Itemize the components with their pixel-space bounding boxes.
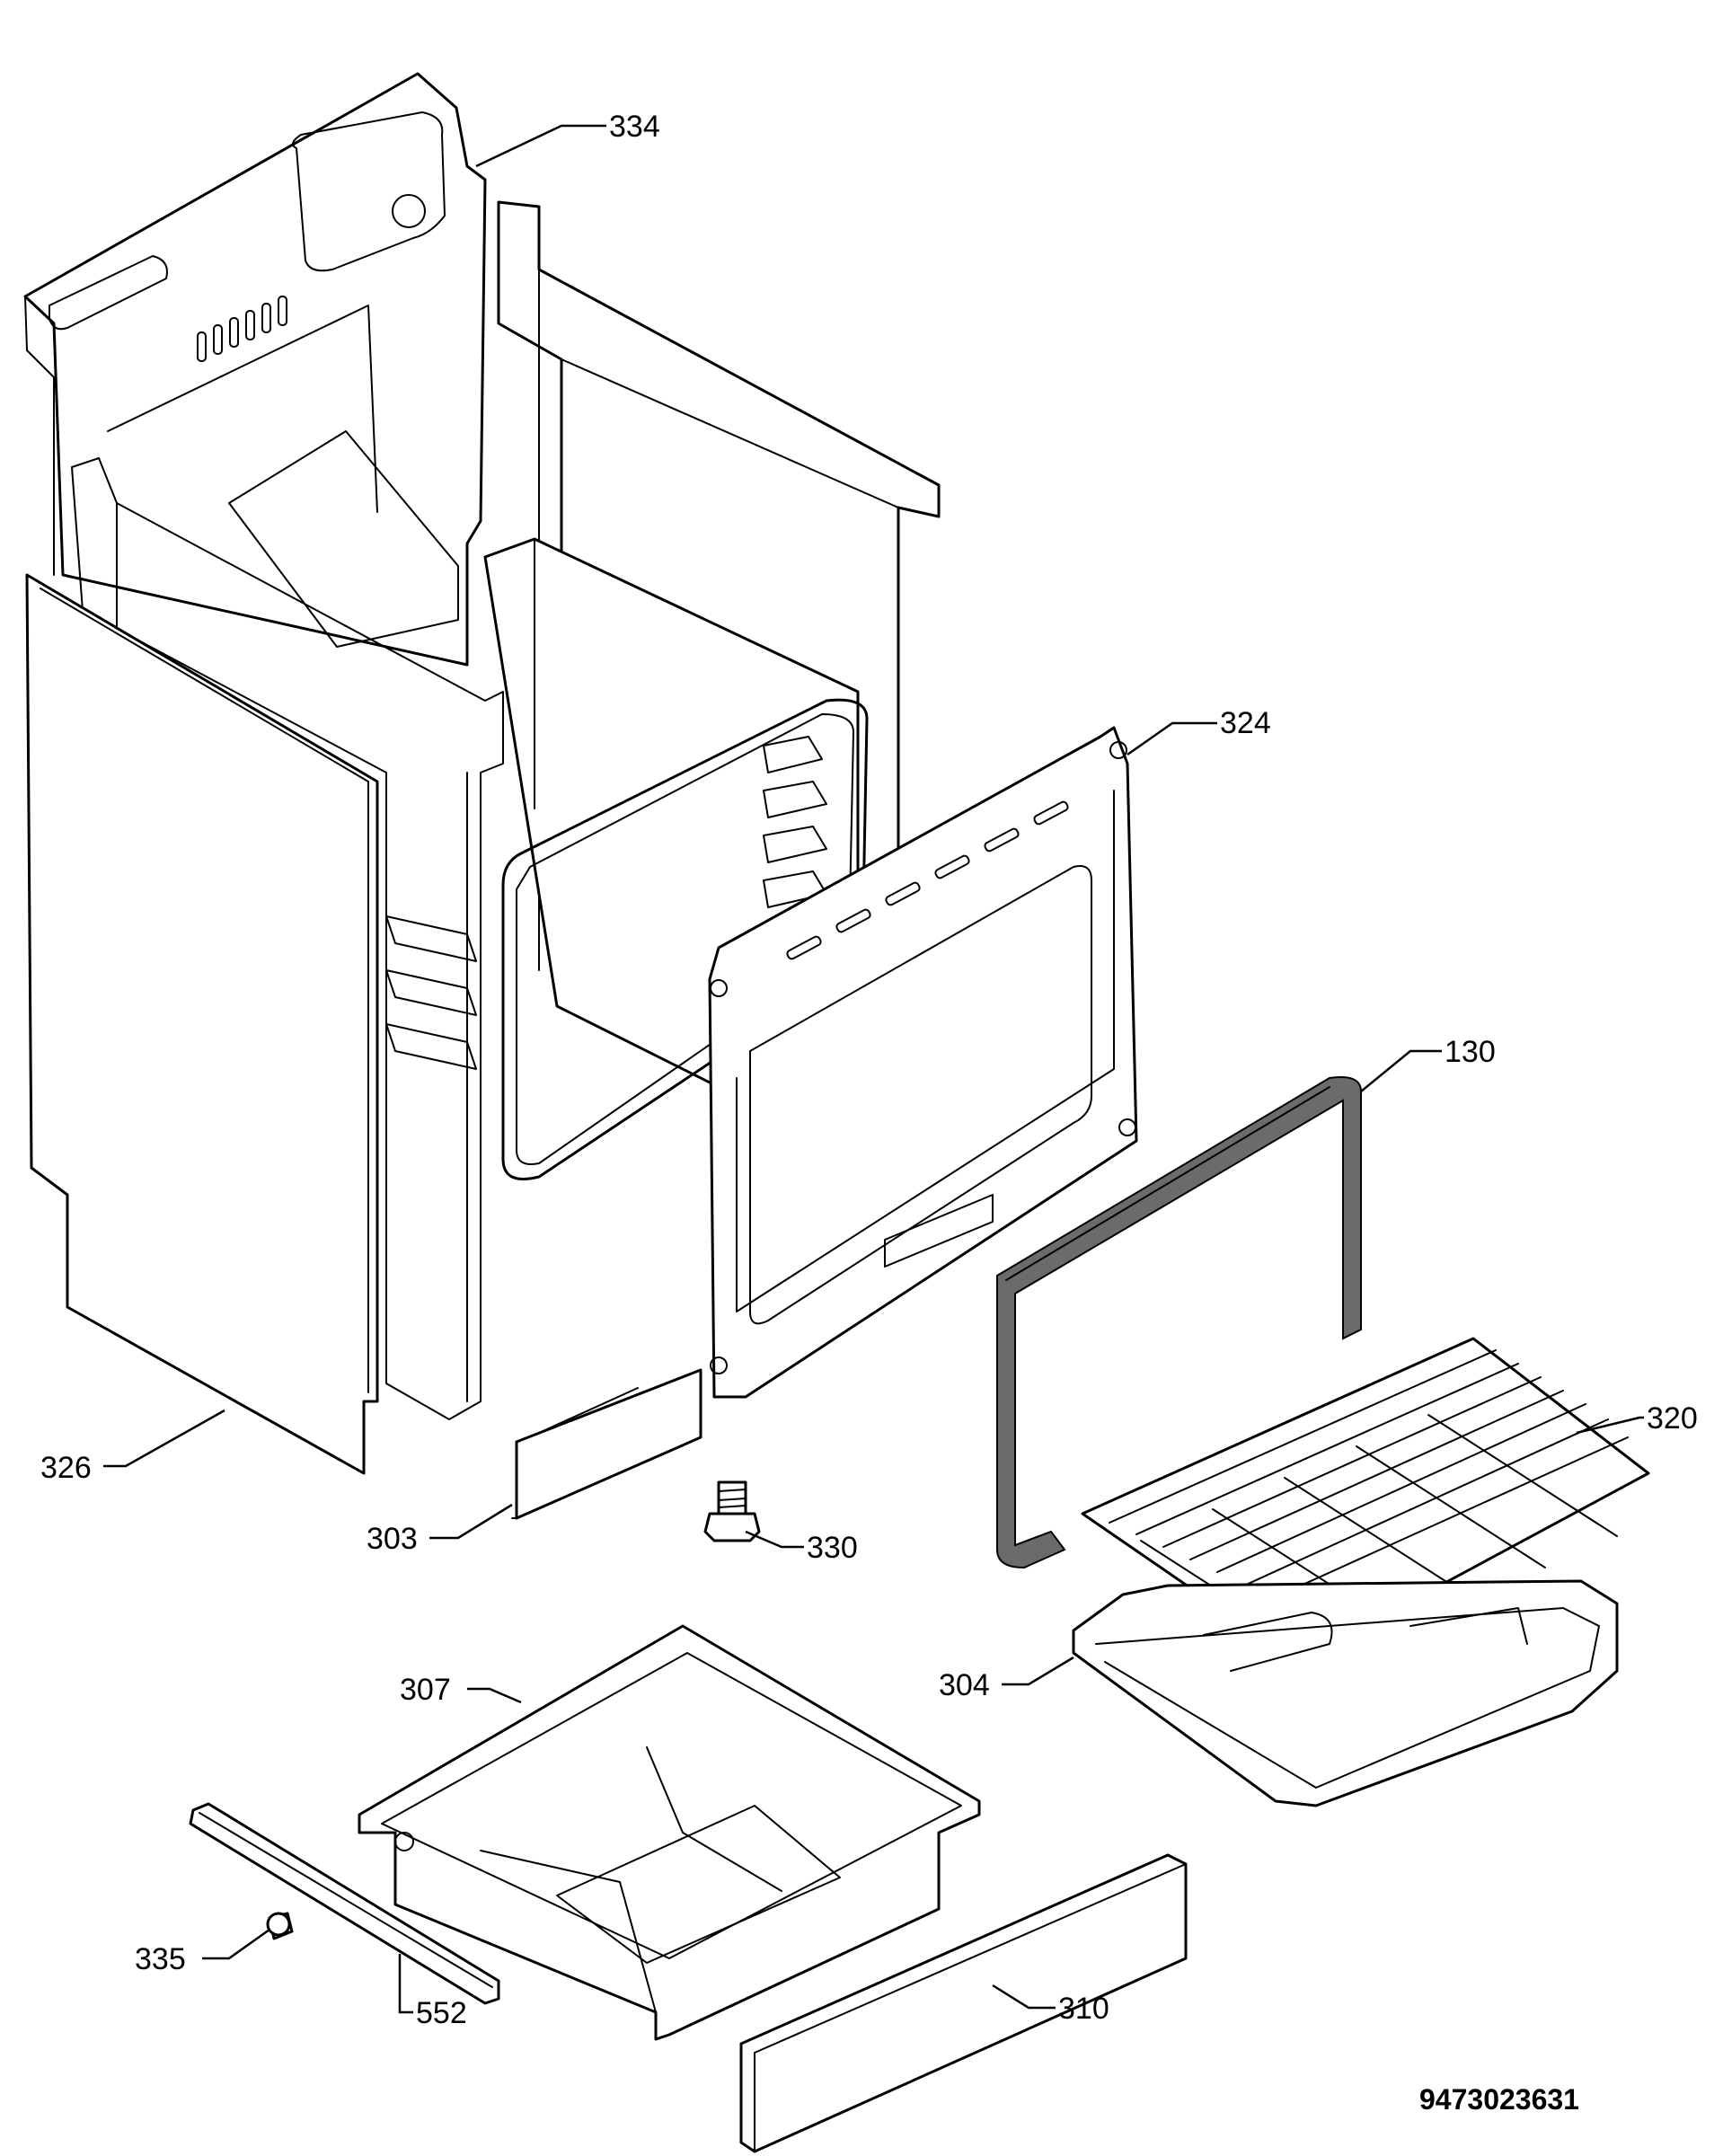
callout-310: 310 [1058, 1992, 1109, 2026]
leader-310 [992, 1984, 1056, 2010]
callout-304: 304 [939, 1668, 990, 1702]
leader-304 [1002, 1656, 1074, 1686]
part-310-drawer-front [739, 1853, 1188, 2153]
front-frame-slots [786, 800, 1069, 960]
leader-lines [103, 124, 1644, 2014]
part-335-screw [266, 1912, 294, 1940]
part-330-bolt [703, 1480, 761, 1542]
leader-552 [398, 1954, 413, 2014]
callout-307: 307 [400, 1673, 451, 1707]
part-324-front-frame [708, 726, 1138, 1399]
leader-335 [202, 1928, 270, 1960]
callout-552: 552 [416, 1996, 467, 2030]
callout-130: 130 [1445, 1035, 1496, 1069]
callout-326: 326 [40, 1451, 92, 1485]
part-304-baking-tray [1072, 1579, 1619, 1807]
leader-130 [1360, 1049, 1442, 1092]
callout-320: 320 [1647, 1401, 1698, 1436]
callout-labels: 334 324 130 320 326 303 330 307 304 335 … [40, 110, 1698, 2116]
leader-326 [103, 1409, 225, 1468]
leader-320 [1576, 1416, 1644, 1435]
callout-334: 334 [609, 110, 660, 144]
part-307-drawer [358, 1624, 981, 2041]
leader-330 [745, 1530, 804, 1549]
leader-324 [1127, 721, 1217, 756]
document-number: 9473023631 [1419, 2083, 1579, 2116]
leader-334 [475, 124, 606, 168]
part-326-side-panel [25, 573, 379, 1475]
back-panel-vents [197, 296, 287, 362]
shelf-runners [385, 736, 827, 1070]
callout-330: 330 [807, 1531, 858, 1565]
callout-324: 324 [1220, 706, 1271, 740]
part-303-plate [511, 1368, 702, 1520]
leader-303 [429, 1503, 513, 1540]
callout-335: 335 [135, 1942, 186, 1976]
callout-303: 303 [367, 1522, 418, 1556]
part-334-back-panel [23, 72, 487, 667]
leader-307 [467, 1687, 522, 1704]
part-130-door-gasket [996, 1076, 1362, 1569]
part-552-rail [189, 1802, 500, 2005]
